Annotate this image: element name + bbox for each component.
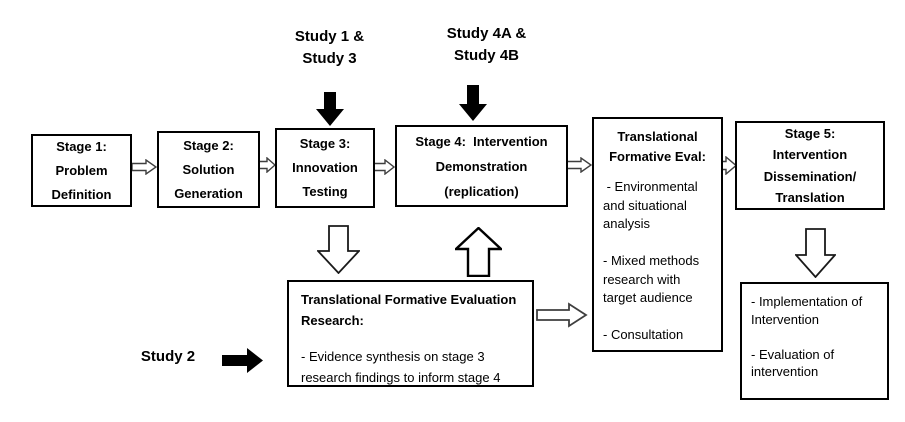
arrow-research-to-tfe-right-icon <box>536 302 588 328</box>
box-stage2-solution-generation: Stage 2: Solution Generation <box>157 131 260 208</box>
box-translational-formative-eval: Translational Formative Eval: - Environm… <box>592 117 723 352</box>
arrow-stage4-to-tfe-icon <box>567 157 592 173</box>
label-study-4a-and-4b: Study 4A & Study 4B <box>446 25 527 64</box>
box-translational-formative-evaluation-research: Translational Formative Evaluation Resea… <box>287 280 534 387</box>
box-stage3-innovation-testing: Stage 3: Innovation Testing <box>275 128 375 208</box>
arrow-stage1-to-stage2-icon <box>132 159 157 175</box>
arrow-stage3-to-research-down-icon <box>317 225 360 274</box>
tfe-box-title: Translational Formative Eval: <box>609 129 706 164</box>
arrow-study4ab-down-icon <box>459 85 487 121</box>
arrow-stage3-to-stage4-icon <box>374 159 395 175</box>
research-box-title: Translational Formative Evaluation Resea… <box>301 292 517 328</box>
research-box-body: - Evidence synthesis on stage 3 research… <box>301 349 501 385</box>
arrow-research-to-stage4-up-icon <box>455 227 502 277</box>
arrow-stage5-to-implementation-down-icon <box>795 228 836 278</box>
label-study-1-and-3: Study 1 & Study 3 <box>294 28 365 67</box>
box-stage1-problem-definition: Stage 1: Problem Definition <box>31 134 132 207</box>
box-stage5-intervention-dissemination: Stage 5: Intervention Dissemination/ Tra… <box>735 121 885 210</box>
implementation-box-body: - Implementation of Intervention - Evalu… <box>751 294 863 379</box>
box-stage4-intervention-demonstration: Stage 4: Intervention Demonstration (rep… <box>395 125 568 207</box>
arrow-study13-down-icon <box>316 92 344 126</box>
arrow-stage2-to-stage3-icon <box>258 157 276 173</box>
tfe-box-body: - Environmental and situational analysis… <box>603 179 700 342</box>
box-implementation-evaluation: - Implementation of Intervention - Evalu… <box>740 282 889 400</box>
arrow-study2-right-icon <box>222 348 263 373</box>
label-study-2: Study 2 <box>140 348 196 365</box>
